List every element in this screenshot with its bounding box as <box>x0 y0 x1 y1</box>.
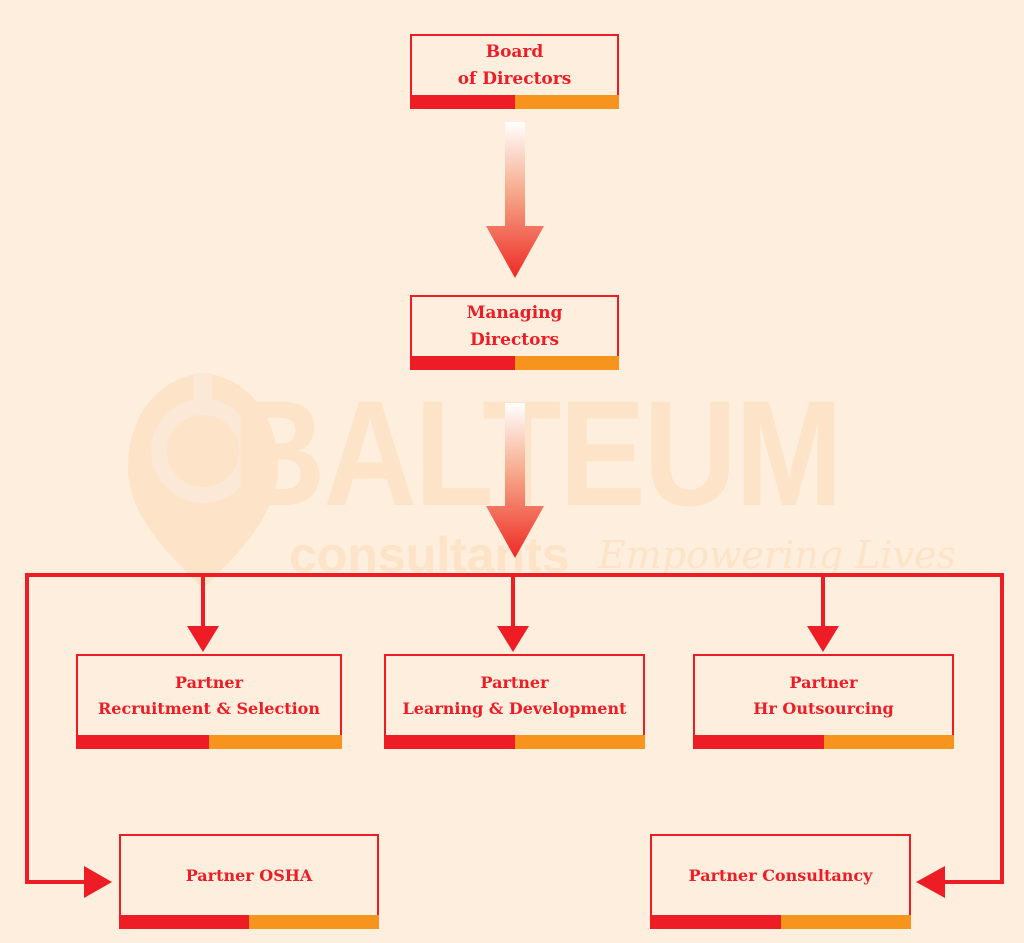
node-color-bar <box>410 95 619 109</box>
node-label: Board of Directors <box>457 41 572 89</box>
node-partner-recruitment-selection: Partner Recruitment & Selection <box>76 654 342 749</box>
bus-left-drop <box>25 573 90 884</box>
node-partner-learning-development: Partner Learning & Development <box>384 654 645 749</box>
node-color-bar <box>384 735 645 749</box>
node-label: Managing Directors <box>466 302 563 350</box>
arrowhead-hr <box>807 626 839 652</box>
bus-right-drop <box>940 573 1004 884</box>
node-label: Partner OSHA <box>185 865 313 885</box>
node-managing-directors: Managing Directors <box>410 295 619 370</box>
node-label: Partner Consultancy <box>688 865 873 885</box>
gradient-arrow-board-to-managing <box>486 122 544 278</box>
node-color-bar <box>119 915 379 929</box>
arrowhead-learning <box>497 626 529 652</box>
node-label: Partner Hr Outsourcing <box>753 672 894 718</box>
node-color-bar <box>650 915 911 929</box>
node-label: Partner Learning & Development <box>402 672 627 718</box>
node-label: Partner Recruitment & Selection <box>98 672 320 718</box>
node-partner-consultancy: Partner Consultancy <box>650 834 911 929</box>
node-color-bar <box>693 735 954 749</box>
node-board-of-directors: Board of Directors <box>410 34 619 109</box>
arrowhead-consultancy <box>916 866 945 898</box>
node-color-bar <box>76 735 342 749</box>
gradient-arrow-managing-to-partners <box>486 403 544 558</box>
arrowhead-recruitment <box>187 626 219 652</box>
node-color-bar <box>410 356 619 370</box>
arrowhead-osha <box>84 866 112 898</box>
node-partner-osha: Partner OSHA <box>119 834 379 929</box>
node-partner-hr-outsourcing: Partner Hr Outsourcing <box>693 654 954 749</box>
